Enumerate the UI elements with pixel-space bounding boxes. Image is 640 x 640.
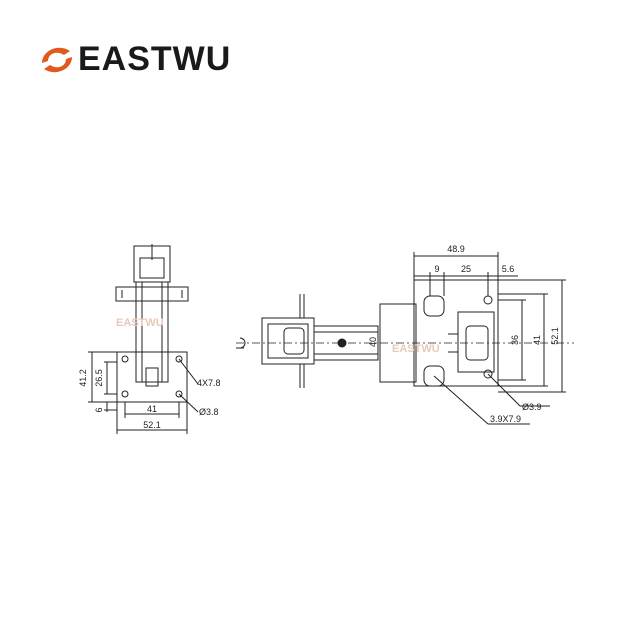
brand-logo-icon (42, 47, 72, 72)
plan-pivot (337, 338, 347, 348)
side-dim-width-overall: 52.1 (143, 420, 161, 430)
side-dim-hole: Ø3.8 (199, 407, 219, 417)
side-slot-tl (121, 355, 129, 363)
side-base-plate (116, 351, 188, 403)
plan-slot-bl (423, 365, 445, 387)
side-dim-bottom-offset: 6 (94, 407, 104, 412)
side-view (88, 244, 199, 434)
plan-view (236, 252, 574, 425)
plan-dim-slot: 3.9X7.9 (490, 414, 521, 424)
side-body (135, 281, 169, 383)
plan-dim-hole: Ø3.9 (522, 402, 542, 412)
plan-dim-h-mid: 41 (532, 335, 542, 345)
brand-name: EASTWU (78, 40, 232, 78)
brand-logo: EASTWU (40, 40, 231, 79)
plan-hole-tr (483, 295, 493, 305)
side-dim-height-inner: 26.5 (94, 369, 104, 387)
side-watermark: EASTWU (116, 317, 164, 329)
side-arm-inner (139, 257, 165, 279)
side-dim-slot: 4X7.8 (197, 378, 221, 388)
side-hole-bl (121, 390, 129, 398)
plan-cup (261, 317, 315, 365)
plan-hole-br (483, 369, 493, 379)
plan-dim-top-b: 25 (461, 264, 471, 274)
side-dim-width-inner: 41 (147, 404, 157, 414)
plan-arm (313, 325, 379, 361)
side-hole-br (175, 390, 183, 398)
plan-base-plate (413, 279, 499, 387)
plan-inner-plate (457, 311, 495, 373)
plan-dim-h-inner: 36 (510, 335, 520, 345)
plan-dim-top-a: 9 (434, 264, 439, 274)
side-mount-ears (115, 286, 189, 302)
side-dim-height-overall: 41.2 (78, 369, 88, 387)
plan-dim-top-c: 5.6 (502, 264, 515, 274)
plan-slot-tl (423, 295, 445, 317)
side-slot-tr (175, 355, 183, 363)
plan-dim-h-overall: 52.1 (550, 327, 560, 345)
plan-dim-cup: 40 (368, 337, 378, 347)
plan-watermark: EASTWU (392, 343, 440, 355)
plan-dim-top-overall: 48.9 (447, 244, 465, 254)
